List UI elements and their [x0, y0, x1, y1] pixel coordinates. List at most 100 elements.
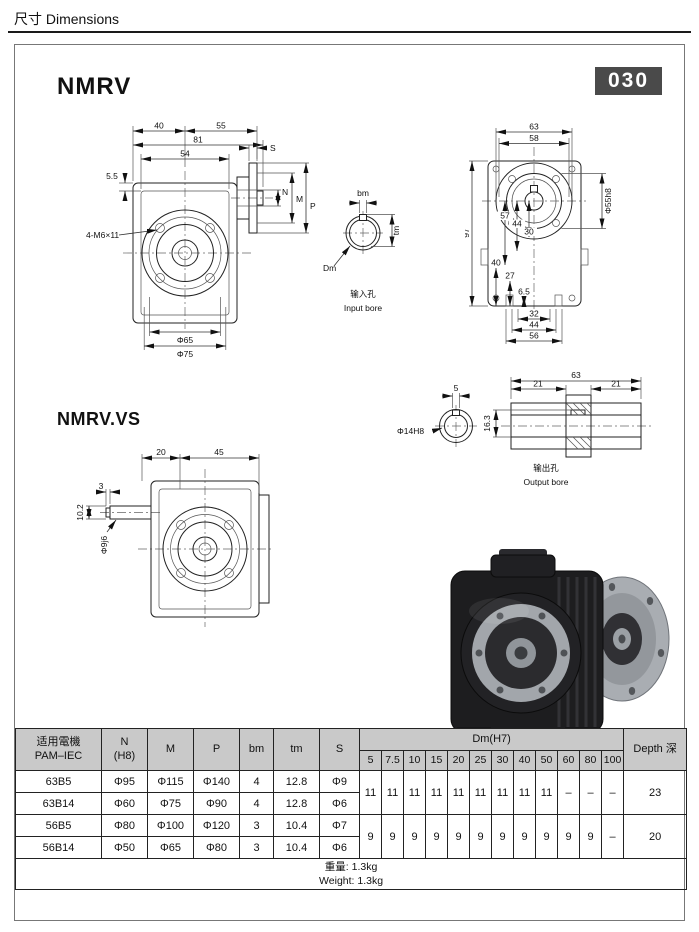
dim-58-label: 58 — [529, 133, 539, 143]
photo-output-flange — [574, 576, 670, 702]
dim-s-label: S — [270, 143, 276, 153]
dim-phi75-label: Φ75 — [177, 349, 194, 359]
spec-table: 适用電機 PAM–IEC N (H8) M P bm tm S Dm(H7) D… — [14, 728, 688, 891]
dim-27-label: 27 — [505, 271, 515, 281]
cell-pam: 56B14 — [15, 836, 102, 859]
dm-cell: – — [557, 770, 580, 815]
cell-tm: 10.4 — [273, 814, 320, 837]
col-header-p: P — [193, 728, 240, 771]
dm-cell: 9 — [403, 814, 426, 859]
dm-size-header: 10 — [403, 750, 426, 771]
dm-cell: 11 — [381, 770, 404, 815]
dm-cell: 11 — [491, 770, 514, 815]
cell-p: Φ90 — [193, 792, 240, 815]
side-view-centerlines — [123, 171, 273, 329]
cell-bm: 3 — [239, 836, 274, 859]
dm-size-header: 5 — [359, 750, 382, 771]
dim-30-label: 30 — [524, 227, 534, 237]
dm-cell: – — [600, 770, 625, 815]
dim-57-label: 57 — [500, 211, 510, 221]
dm-size-header: 80 — [579, 750, 602, 771]
cell-p: Φ120 — [193, 814, 240, 837]
cell-bm: 4 — [239, 770, 274, 793]
dm-cell: 9 — [491, 814, 514, 859]
cell-n: Φ80 — [101, 814, 148, 837]
dim-p-label: P — [310, 201, 316, 211]
dim-tm-label: tm — [391, 226, 401, 235]
dim-45-label: 45 — [214, 447, 224, 457]
cell-s: Φ6 — [319, 792, 360, 815]
vs-view-body — [105, 480, 270, 618]
dim-55-label: 55 — [216, 121, 226, 131]
dm-size-header: 7.5 — [381, 750, 404, 771]
cell-n: Φ60 — [101, 792, 148, 815]
cell-bm: 4 — [239, 792, 274, 815]
dm-cell: 9 — [469, 814, 492, 859]
dm-cell: 11 — [403, 770, 426, 815]
dm-size-header: 20 — [447, 750, 470, 771]
dm-size-header: 15 — [425, 750, 448, 771]
depth-cell: 20 — [623, 814, 688, 859]
dim-81-label: 81 — [193, 135, 203, 145]
output-bore-label-en: Output bore — [524, 477, 569, 487]
cell-n: Φ50 — [101, 836, 148, 859]
dm-cell: 11 — [513, 770, 536, 815]
col-header-pam: 适用電機 PAM–IEC — [15, 728, 102, 771]
dim-63-label: 63 — [529, 123, 539, 132]
side-view-dimensions — [118, 126, 309, 350]
dim-20-label: 20 — [156, 447, 166, 457]
dim-6-5-label: 6.5 — [518, 287, 530, 297]
drawing-vs-view: 20 45 3 10.2 Φ9j6 — [76, 447, 274, 627]
dim-21b-label: 21 — [611, 379, 621, 389]
dim-10-2-label: 10.2 — [76, 504, 85, 521]
vs-view-dimensions — [86, 454, 260, 533]
dm-cell: 9 — [579, 814, 602, 859]
cell-tm: 12.8 — [273, 770, 320, 793]
dm-cell: 9 — [535, 814, 558, 859]
cell-m: Φ75 — [147, 792, 194, 815]
dm-size-header: 100 — [600, 750, 625, 771]
input-bore-label-en: Input bore — [344, 303, 383, 313]
dim-phi9-label: Φ9j6 — [99, 536, 109, 554]
dim-phi55-label: Φ55h8 — [603, 188, 613, 214]
dim-44b-label: 44 — [529, 320, 539, 330]
dim-n-label: N — [282, 187, 288, 197]
cell-s: Φ9 — [319, 770, 360, 793]
dim-dm-label: Dm — [323, 263, 336, 273]
col-header-bm: bm — [239, 728, 274, 771]
bolt-note-label: 4-M6×11 — [86, 230, 119, 240]
dim-bm-label: bm — [357, 188, 369, 198]
drawing-front-view: 63 58 97 57 44 30 40 27 6.5 Φ55h8 32 44 … — [465, 123, 613, 344]
output-bore-dimensions — [431, 377, 642, 438]
drawing-side-view: 40 55 81 54 5.5 S N M P 4-M6×11 Φ65 Φ75 — [86, 121, 316, 359]
cell-pam: 63B5 — [15, 770, 102, 793]
dim-32-label: 32 — [529, 309, 539, 319]
dm-cell: 11 — [469, 770, 492, 815]
dm-cell: 9 — [557, 814, 580, 859]
dim-97-label: 97 — [465, 228, 471, 238]
cell-m: Φ115 — [147, 770, 194, 793]
dm-cell: 11 — [535, 770, 558, 815]
dim-m-label: M — [296, 194, 303, 204]
drawing-output-bore: 5 Φ14H8 63 21 21 16.3 输出孔 Output bore — [397, 370, 651, 487]
dm-cell: 9 — [425, 814, 448, 859]
dm-cell: 9 — [381, 814, 404, 859]
dm-cell: – — [600, 814, 625, 859]
dm-size-header: 60 — [557, 750, 580, 771]
dm-cell: 11 — [359, 770, 382, 815]
model-vs-title: NMRV.VS — [57, 409, 141, 429]
input-bore-geometry — [343, 211, 383, 255]
col-header-tm: tm — [273, 728, 320, 771]
dm-cell: 9 — [359, 814, 382, 859]
dm-cell: – — [579, 770, 602, 815]
dm-size-header: 50 — [535, 750, 558, 771]
dm-cell: 9 — [513, 814, 536, 859]
size-badge: 030 — [595, 67, 662, 95]
cell-p: Φ140 — [193, 770, 240, 793]
dim-54-label: 54 — [180, 149, 190, 159]
cell-p: Φ80 — [193, 836, 240, 859]
col-header-s: S — [319, 728, 360, 771]
dim-56-label: 56 — [529, 331, 539, 341]
dim-63out-label: 63 — [571, 370, 581, 380]
dim-key5-label: 5 — [454, 383, 459, 393]
